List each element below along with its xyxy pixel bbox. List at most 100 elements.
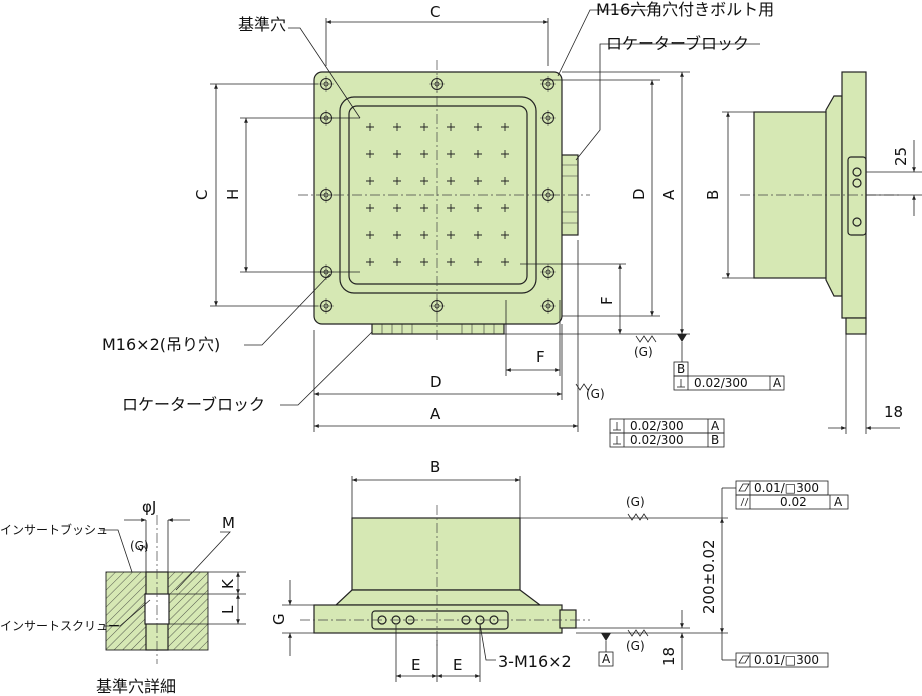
reference-hole-mark xyxy=(474,258,482,266)
dim-e1: E xyxy=(411,656,420,674)
dim-m: M xyxy=(222,514,235,532)
label-locator-block-bottom: ロケーターブロック xyxy=(122,395,265,414)
reference-hole-mark xyxy=(447,123,455,131)
perp-value-2: 0.02/300 xyxy=(630,419,684,433)
dim-k: K xyxy=(219,578,237,589)
reference-hole-mark xyxy=(420,231,428,239)
reference-hole-mark xyxy=(366,204,374,212)
g-mark-2: (G) xyxy=(586,387,605,401)
reference-hole-mark xyxy=(420,123,428,131)
dim-25: 25 xyxy=(892,147,910,166)
base-plate-top xyxy=(313,71,563,325)
datum-a-bottom: A xyxy=(602,652,611,666)
dim-18-side: 18 xyxy=(884,403,903,421)
label-kijun-ana: 基準穴 xyxy=(238,15,286,34)
label-detail-title: 基準穴詳細 xyxy=(96,677,176,696)
reference-hole-mark xyxy=(366,123,374,131)
reference-hole-mark xyxy=(420,204,428,212)
label-three-m16: 3-M16×2 xyxy=(498,652,572,671)
dim-f-horiz: F xyxy=(536,348,545,366)
bolt-hole xyxy=(540,110,556,126)
dim-e2: E xyxy=(453,656,462,674)
reference-hole-mark xyxy=(447,204,455,212)
reference-hole-grid xyxy=(366,123,509,266)
reference-hole-mark xyxy=(447,231,455,239)
dim-h: H xyxy=(224,189,242,200)
label-locator-block-top: ロケーターブロック xyxy=(606,34,749,53)
reference-hole-mark xyxy=(501,150,509,158)
front-body xyxy=(351,517,521,591)
g-mark-1: (G) xyxy=(634,345,653,359)
detail-view xyxy=(100,515,246,664)
parallel-value: 0.02 xyxy=(780,495,807,509)
reference-hole-mark xyxy=(393,123,401,131)
reference-hole-mark xyxy=(366,150,374,158)
front-base xyxy=(313,604,563,634)
tolerance-frames xyxy=(609,361,849,668)
reference-hole-mark xyxy=(393,258,401,266)
label-m16-bolt: M16六角穴付きボルト用 xyxy=(596,0,774,19)
bolt-hole xyxy=(429,298,445,314)
side-plate-foot xyxy=(845,317,867,335)
reference-hole-mark xyxy=(474,150,482,158)
top-view-dimensions xyxy=(210,9,760,432)
dim-f-vert: F xyxy=(598,296,616,305)
bolt-hole xyxy=(318,187,334,203)
bolt-hole xyxy=(540,76,556,92)
perp-value-3: 0.02/300 xyxy=(630,433,684,447)
reference-hole-mark xyxy=(474,204,482,212)
perp-datum-1: A xyxy=(773,376,782,390)
reference-hole-mark xyxy=(393,231,401,239)
reference-hole-mark xyxy=(474,177,482,185)
dim-d-vert: D xyxy=(630,188,648,200)
datum-b-box: B xyxy=(677,362,685,376)
reference-hole-mark xyxy=(447,150,455,158)
g-mark-4: (G) xyxy=(626,639,645,653)
bolt-hole xyxy=(318,76,334,92)
perp-datum-3: B xyxy=(711,433,719,447)
g-mark-3: (G) xyxy=(626,495,645,509)
reference-hole-mark xyxy=(474,231,482,239)
dim-a-vert: A xyxy=(660,189,678,200)
parallel-datum: A xyxy=(834,495,843,509)
dim-a-horiz: A xyxy=(430,405,441,423)
perp-datum-2: A xyxy=(711,419,720,433)
label-insert-screw: インサートスクリュー xyxy=(0,619,120,633)
reference-hole-mark xyxy=(366,258,374,266)
reference-hole-mark xyxy=(366,231,374,239)
bolt-holes xyxy=(318,76,556,314)
dim-c-left: C xyxy=(193,190,211,200)
reference-hole-mark xyxy=(501,204,509,212)
reference-hole-mark xyxy=(420,258,428,266)
bolt-hole xyxy=(540,187,556,203)
reference-hole-mark xyxy=(420,177,428,185)
front-view xyxy=(282,476,736,682)
dim-g: G xyxy=(270,613,288,625)
reference-hole-mark xyxy=(501,177,509,185)
bolt-hole xyxy=(540,298,556,314)
flat-value-2: 0.01/□300 xyxy=(754,653,819,667)
reference-hole-mark xyxy=(447,258,455,266)
bolt-hole xyxy=(540,264,556,280)
reference-hole-mark xyxy=(393,150,401,158)
reference-hole-mark xyxy=(501,258,509,266)
top-view xyxy=(298,60,590,340)
dim-d-horiz: D xyxy=(430,373,442,391)
dim-b-side: B xyxy=(704,190,722,200)
reference-hole-mark xyxy=(393,204,401,212)
dim-c-top: C xyxy=(430,3,440,21)
reference-hole-mark xyxy=(501,231,509,239)
reference-hole-mark xyxy=(474,123,482,131)
g-mark-5: (G) xyxy=(130,539,149,553)
reference-hole-mark xyxy=(420,150,428,158)
reference-hole-mark xyxy=(393,177,401,185)
dim-phi-j: φJ xyxy=(142,498,156,516)
reference-hole-mark xyxy=(366,177,374,185)
dim-height-200: 200±0.02 xyxy=(700,539,718,614)
perp-value-1: 0.02/300 xyxy=(694,376,748,390)
bolt-hole xyxy=(429,76,445,92)
reference-hole-mark xyxy=(501,123,509,131)
label-insert-bush: インサートブッシュ xyxy=(0,522,108,537)
